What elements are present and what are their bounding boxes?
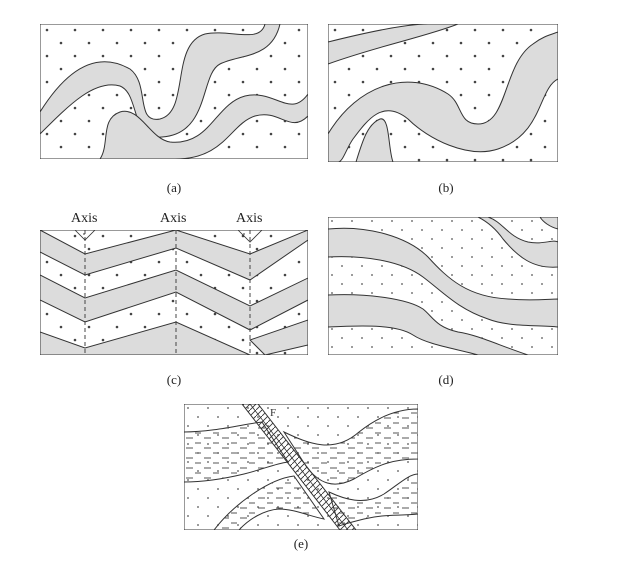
panel-d-upper-band	[477, 217, 558, 268]
panel-b-main-band	[328, 31, 558, 162]
panel-c-band-1	[40, 230, 308, 281]
panel-e-upper-band-right	[282, 408, 418, 485]
panel-e-lower-band-right	[328, 473, 418, 527]
panel-d-lower-band	[328, 294, 529, 355]
caption-b: (b)	[438, 180, 454, 195]
caption-d: (d)	[438, 372, 454, 387]
caption-c: (c)	[166, 372, 182, 387]
panel-e-fault-line	[249, 404, 349, 530]
axis-label-1: Axis	[71, 211, 98, 226]
panel-d-monocline-folds	[328, 217, 558, 355]
panel-e-faulted-folds: F	[184, 404, 418, 530]
panel-a-lower-band	[99, 93, 308, 159]
panel-b-upper-thin-band	[328, 24, 459, 65]
panel-e-upper-band-left	[184, 421, 289, 483]
panel-c-band-3	[40, 321, 251, 355]
axis-label-3: Axis	[236, 211, 263, 226]
panel-b-folds	[328, 24, 558, 162]
panel-c-band-2	[40, 269, 308, 331]
panel-b-tongue	[355, 118, 394, 162]
panel-d-middle-band	[328, 227, 558, 328]
panel-c-hinge-3	[237, 230, 263, 243]
panel-c-chevron-folds	[40, 230, 308, 355]
caption-e: (e)	[293, 536, 309, 551]
panel-c-band-4	[249, 319, 308, 355]
caption-a: (a)	[166, 180, 182, 195]
panel-c-hinge-1	[74, 230, 96, 241]
panel-e-lower-band-left	[213, 475, 326, 530]
panel-e-fault-label: F	[270, 407, 276, 419]
panel-a-upper-band	[40, 24, 281, 138]
panel-a-folds	[40, 24, 308, 159]
axis-label-2: Axis	[160, 211, 187, 226]
panel-d-corner-band	[539, 217, 558, 230]
